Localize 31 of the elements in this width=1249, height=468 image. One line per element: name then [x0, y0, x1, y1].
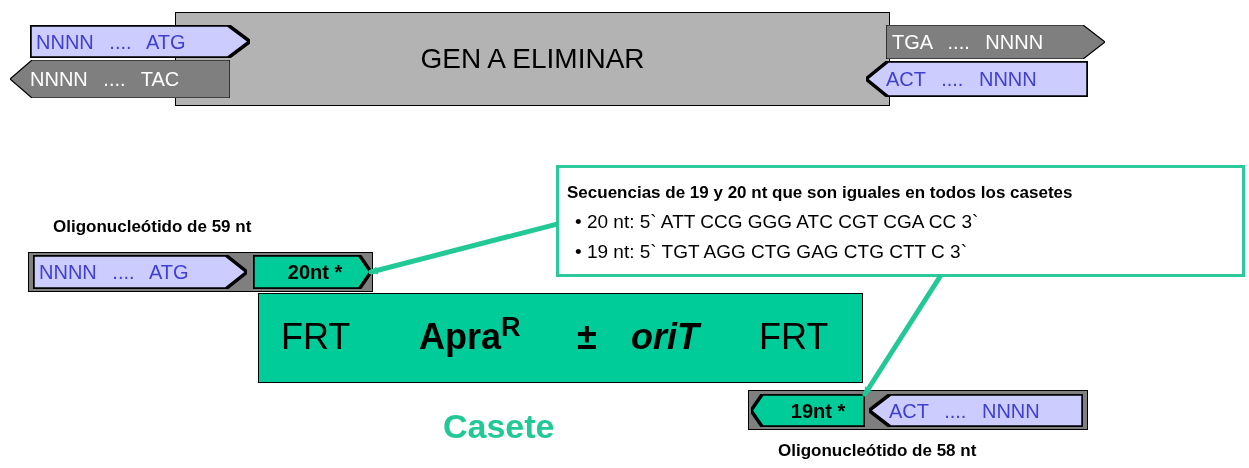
dna-strand-block — [866, 61, 1088, 97]
callout-box — [556, 165, 1245, 277]
sequence-label: ACT .... NNNN — [885, 67, 1037, 92]
dna-strand-block — [30, 25, 250, 58]
sequence-label: TGA .... NNNN — [891, 30, 1044, 55]
dna-strand-block — [10, 60, 230, 98]
sequence-text: • 20 nt: 5` ATT CCG GGG ATC CGT CGA CC 3` — [574, 209, 980, 234]
sequence-text: • 19 nt: 5` TGT AGG CTG GAG CTG CTT C 3` — [574, 240, 968, 264]
sequence-label: NNNN .... ATG — [38, 260, 189, 285]
cassette-element-label: FRT — [759, 317, 829, 357]
cassette-element-label: Apra$^{R}$ — [419, 317, 521, 357]
callout-heading: Secuencias de 19 y 20 nt que son iguales en todos los casetes — [567, 182, 1074, 204]
gene-label: GEN A ELIMINAR — [420, 42, 645, 76]
sequence-segment — [869, 394, 1083, 427]
cassette-element-label: ± — [577, 317, 597, 357]
cassette-box — [258, 293, 863, 383]
cassette-element-label: FRT — [281, 317, 351, 357]
arrow — [862, 274, 943, 397]
sequence-label: 19nt * — [789, 398, 847, 424]
oligonucleotide-heading: Oligonucleótido de 58 nt — [778, 440, 977, 462]
sequence-label: ACT .... NNNN — [888, 398, 1040, 424]
arrow — [368, 221, 559, 275]
sequence-segment — [33, 255, 247, 289]
sequence-segment — [253, 255, 371, 289]
sequence-label: NNNN .... TAC — [29, 67, 180, 92]
sequence-label: 20nt * — [286, 260, 344, 285]
sequence-segment — [751, 394, 865, 427]
dna-strand-block — [886, 25, 1105, 59]
oligonucleotide-heading: Oligonucleótido de 59 nt — [53, 216, 252, 238]
cassette-caption: Casete — [443, 406, 555, 447]
sequence-label: NNNN .... ATG — [35, 29, 186, 55]
